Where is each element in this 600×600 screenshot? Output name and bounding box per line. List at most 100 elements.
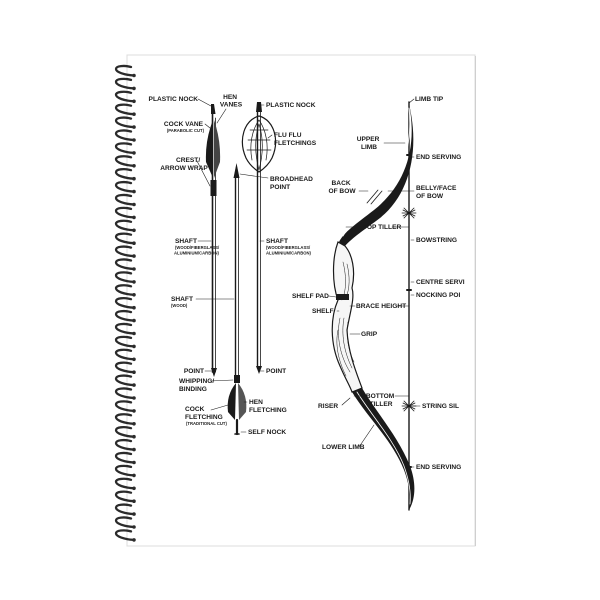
- coil-ring: [114, 245, 136, 258]
- label-hen-fletching: HEN FLETCHING: [249, 399, 287, 414]
- coil-ring: [114, 103, 136, 116]
- coil-ring: [114, 374, 136, 387]
- label-back-of-bow: BACK OF BOW: [328, 180, 356, 195]
- string-silencer-top: [401, 205, 417, 221]
- label-broadhead: BROADHEAD POINT: [270, 176, 315, 191]
- lower-limb-inner: [356, 391, 411, 505]
- coil-ring: [114, 284, 136, 296]
- label-brace-height: BRACE HEIGHT: [356, 303, 406, 310]
- coil-ring: [114, 426, 136, 438]
- coil-ring: [114, 309, 136, 322]
- point-tip-shape: [211, 368, 217, 377]
- label-centre-serving: CENTRE SERVI: [416, 279, 465, 286]
- label-plastic-nock-right: PLASTIC NOCK: [266, 102, 316, 109]
- grip-wood-grain: [336, 261, 355, 377]
- arrow-labels: PLASTIC NOCK HEN VANES PLASTIC NOCK COCK…: [149, 94, 317, 436]
- spiral-binding: [114, 64, 136, 542]
- whipping-binding-shape: [234, 375, 240, 383]
- label-crest: CREST/ ARROW WRAP: [160, 157, 208, 172]
- label-nocking-point: NOCKING POI: [416, 292, 460, 299]
- label-bowstring: BOWSTRING: [416, 237, 457, 244]
- label-cock-vane: COCK VANE: [164, 121, 204, 128]
- coil-ring: [114, 451, 136, 464]
- label-string-silencer: STRING SIL: [422, 403, 459, 410]
- coil-ring: [114, 413, 136, 425]
- wooden-point-shape: [233, 163, 240, 178]
- broadhead-point-shape: [256, 366, 262, 374]
- label-cock-vane-note: (PARABOLIC CUT): [167, 128, 205, 133]
- label-end-serving-top: END SERVING: [416, 154, 461, 161]
- coil-ring: [114, 155, 136, 167]
- hen-vane-shape: [214, 120, 221, 178]
- label-shaft-left: SHAFT: [175, 238, 197, 245]
- cock-vane-shape: [205, 120, 213, 178]
- label-whipping: WHIPPING/ BINDING: [179, 378, 216, 393]
- coil-ring: [114, 77, 136, 90]
- back-of-bow-accent: [366, 189, 379, 204]
- label-shaft-right-note: (WOOD/FIBERGLASS/ ALUMINIUM/CARBON): [266, 245, 311, 256]
- coil-ring: [114, 180, 136, 193]
- label-cock-fletching: COCK FLETCHING: [185, 406, 223, 421]
- coil-ring: [114, 400, 136, 413]
- coil-ring: [114, 464, 136, 477]
- label-riser: RISER: [318, 403, 338, 410]
- coil-ring: [114, 64, 136, 77]
- label-shaft-wood-note: (WOOD): [171, 303, 188, 308]
- label-end-serving-bottom: END SERVING: [416, 464, 461, 471]
- coil-ring: [114, 516, 136, 529]
- label-hen-vanes: HEN VANES: [220, 94, 243, 109]
- plastic-nock-right-shape: [256, 102, 262, 112]
- coil-ring: [114, 206, 136, 219]
- coil-ring: [114, 129, 136, 142]
- label-shaft-right: SHAFT: [266, 238, 288, 245]
- label-lower-limb: LOWER LIMB: [322, 444, 365, 451]
- coil-ring: [114, 503, 136, 516]
- coil-ring: [114, 490, 136, 503]
- lower-limb-shape: [352, 388, 415, 510]
- coil-ring: [114, 477, 136, 490]
- label-plastic-nock-left: PLASTIC NOCK: [149, 96, 199, 103]
- label-point-right: POINT: [266, 368, 286, 375]
- cock-fletching-shape: [227, 383, 236, 420]
- coil-ring: [114, 438, 136, 451]
- bow-diagram: [328, 98, 421, 511]
- plastic-nock-shape: [211, 104, 216, 114]
- notebook-cover: [126, 54, 476, 547]
- coil-ring: [114, 297, 136, 309]
- coil-ring: [114, 335, 136, 348]
- label-upper-limb: UPPER LIMB: [357, 136, 382, 151]
- coil-ring: [114, 361, 136, 374]
- label-limb-tip: LIMB TIP: [415, 96, 444, 103]
- coil-ring: [114, 142, 136, 155]
- coil-ring: [114, 232, 136, 245]
- coil-ring: [114, 168, 136, 180]
- arrow-leaders: [195, 98, 273, 433]
- coil-ring: [114, 193, 136, 206]
- label-shelf: SHELF: [312, 308, 334, 315]
- wooden-arrow: [227, 163, 247, 436]
- label-top-tiller: TOP TILLER: [363, 224, 401, 231]
- upper-limb-shape: [339, 104, 414, 246]
- coil-ring: [114, 116, 136, 129]
- coil-ring: [114, 529, 136, 542]
- coil-ring: [114, 322, 136, 335]
- coil-ring: [114, 258, 136, 271]
- label-shaft-left-note: (WOOD/FIBERGLASS/ ALUMINIUM/CARBON): [174, 245, 220, 256]
- back-of-bow-accent-2: [370, 190, 383, 205]
- coil-ring: [114, 348, 136, 361]
- flu-flu-shape: [241, 115, 277, 173]
- hen-fletching-shape: [238, 383, 247, 420]
- label-grip: GRIP: [361, 331, 378, 338]
- coil-ring: [114, 387, 136, 400]
- label-shaft-wood: SHAFT: [171, 296, 193, 303]
- label-bottom-tiller: BOTTOM TILLER: [366, 393, 396, 408]
- label-cock-fletching-note: (TRADITIONAL CUT): [186, 421, 227, 426]
- label-shelf-pad: SHELF PAD: [292, 293, 329, 300]
- coil-ring: [114, 90, 136, 103]
- label-flu-flu: FLU FLU FLETCHINGS: [274, 132, 317, 147]
- arrow-diagram: [195, 98, 277, 436]
- crest-wrap-shape: [210, 180, 217, 196]
- bow-labels: LIMB TIP UPPER LIMB END SERVING BACK OF …: [292, 96, 465, 471]
- coil-ring: [114, 219, 136, 232]
